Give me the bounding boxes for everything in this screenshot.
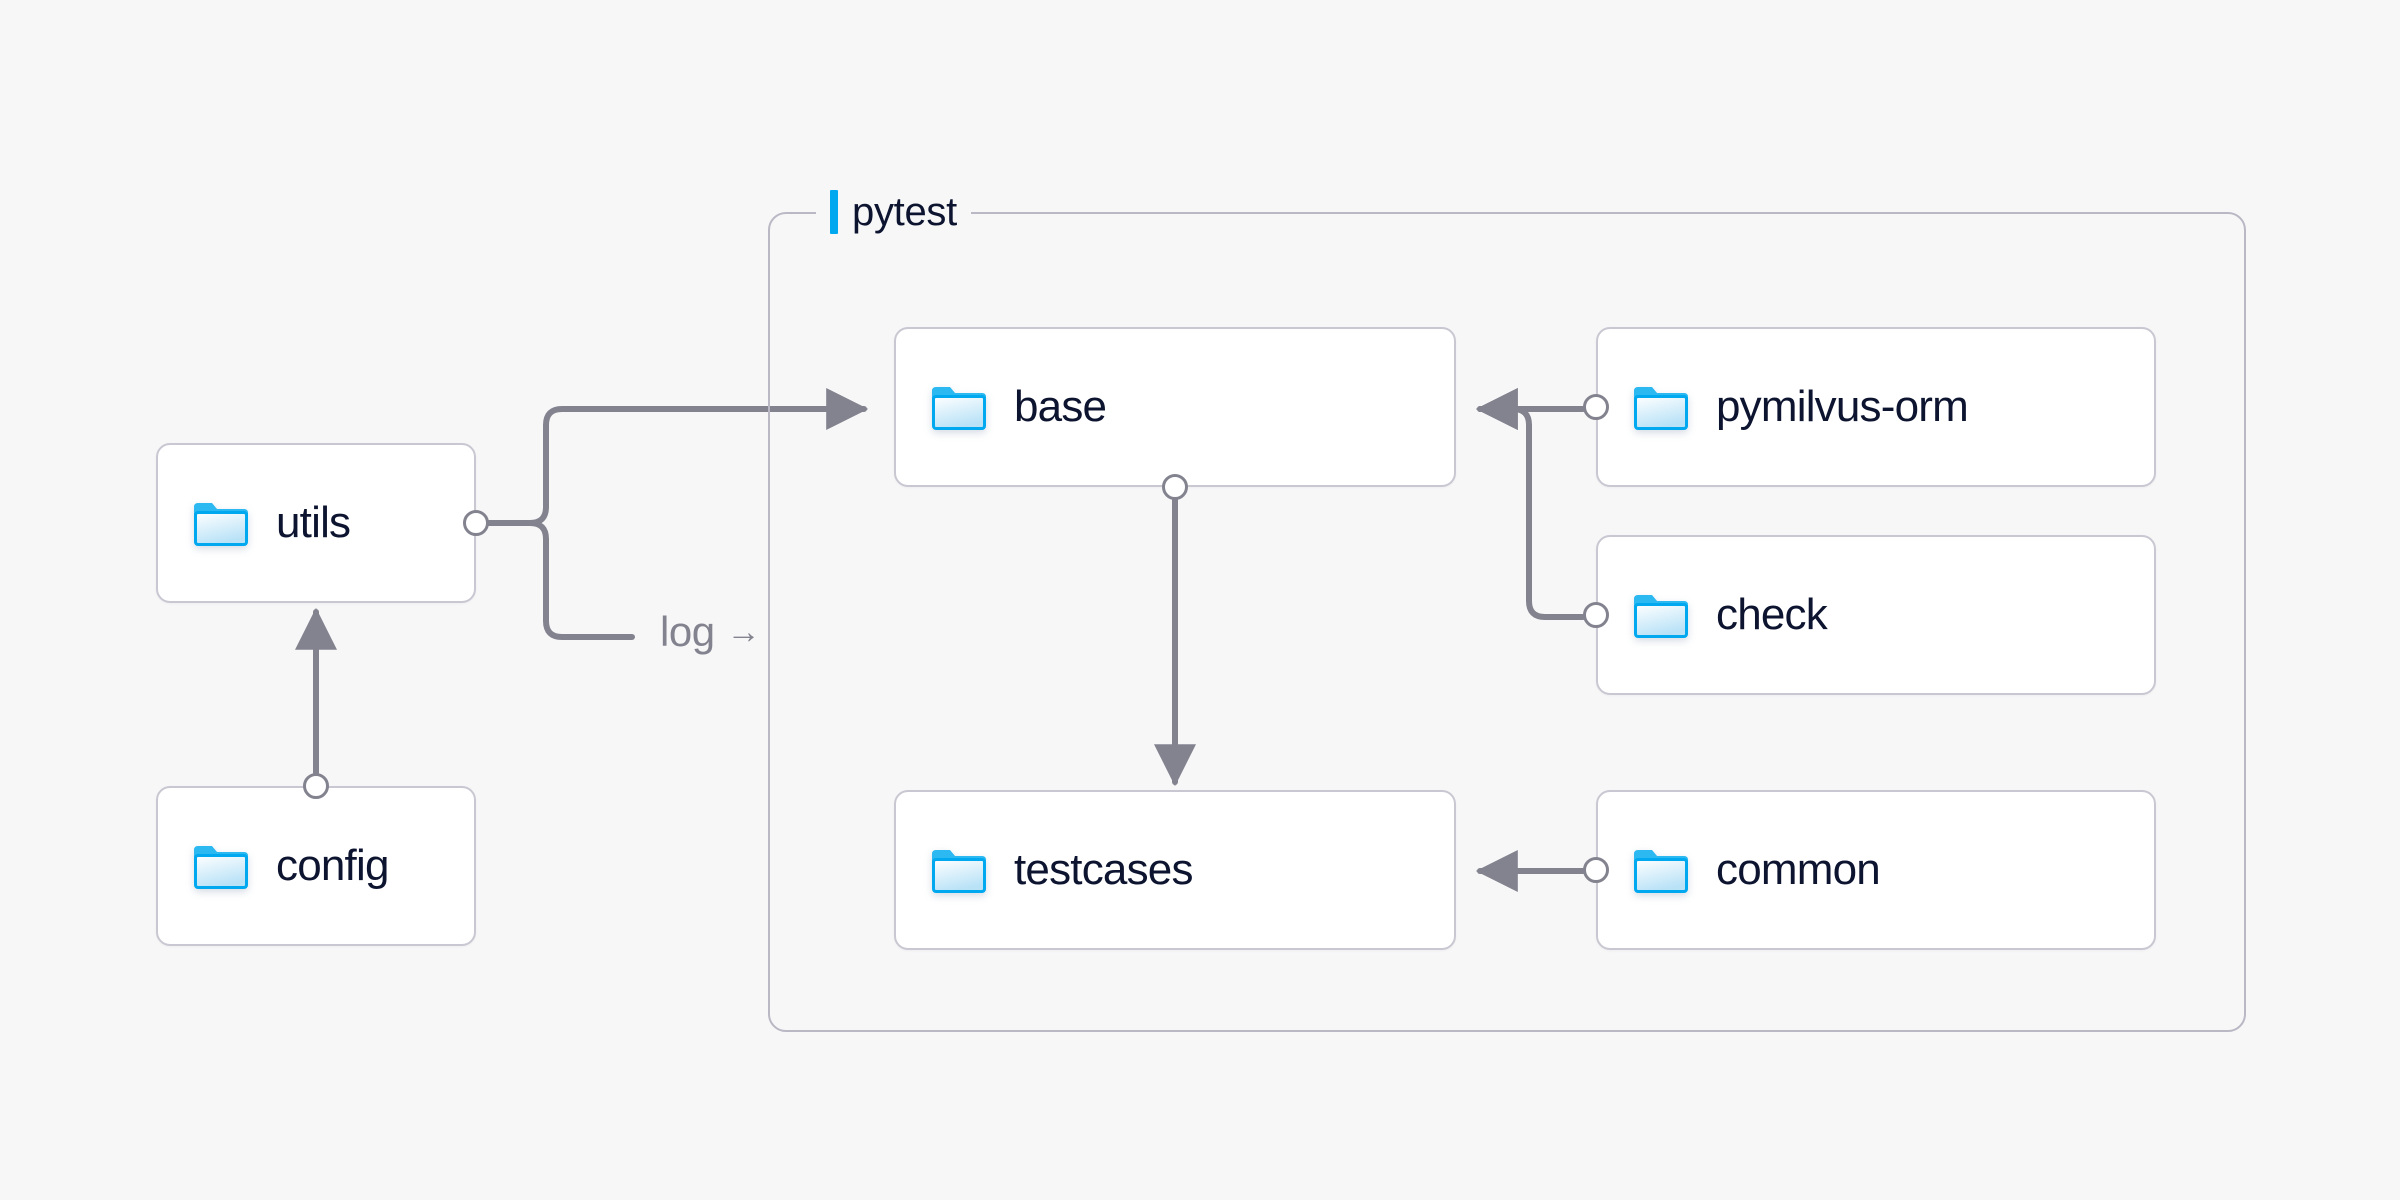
node-check[interactable]: check <box>1596 535 2156 695</box>
node-label: common <box>1716 845 1881 894</box>
folder-icon <box>930 846 988 894</box>
group-accent-bar <box>830 190 838 234</box>
node-content: pymilvus-orm <box>1598 382 1969 431</box>
folder-icon <box>1632 846 1690 894</box>
node-content: common <box>1598 845 1881 894</box>
port-base-bottom[interactable] <box>1162 474 1188 500</box>
node-config[interactable]: config <box>156 786 476 946</box>
node-content: utils <box>158 498 351 547</box>
node-common[interactable]: common <box>1596 790 2156 950</box>
folder-icon <box>192 842 250 890</box>
edge-utils-to-log <box>486 520 635 640</box>
node-label: base <box>1014 382 1107 431</box>
port-common-left[interactable] <box>1583 857 1609 883</box>
group-pytest[interactable] <box>768 212 2246 1032</box>
node-label: pymilvus-orm <box>1716 382 1969 431</box>
node-testcases[interactable]: testcases <box>894 790 1456 950</box>
group-pytest-label: pytest <box>816 187 971 237</box>
port-check-left[interactable] <box>1583 602 1609 628</box>
folder-icon <box>1632 591 1690 639</box>
arrow-right-icon: → <box>726 613 761 651</box>
node-content: config <box>158 842 389 890</box>
group-title: pytest <box>852 189 957 234</box>
folder-icon <box>1632 383 1690 431</box>
folder-icon <box>192 499 250 547</box>
node-content: base <box>896 382 1107 431</box>
node-label: check <box>1716 590 1828 639</box>
edge-label-log: log → <box>660 608 761 656</box>
node-content: testcases <box>896 846 1193 894</box>
edge-label-log-text: log <box>660 608 715 655</box>
node-content: check <box>1598 590 1828 639</box>
folder-icon <box>930 383 988 431</box>
port-config-top[interactable] <box>303 773 329 799</box>
node-base[interactable]: base <box>894 327 1456 487</box>
port-pymilvus-orm-left[interactable] <box>1583 394 1609 420</box>
node-utils[interactable]: utils <box>156 443 476 603</box>
node-label: testcases <box>1014 845 1193 894</box>
node-label: config <box>276 841 389 890</box>
node-pymilvus-orm[interactable]: pymilvus-orm <box>1596 327 2156 487</box>
node-label: utils <box>276 498 351 547</box>
port-utils-right[interactable] <box>463 510 489 536</box>
